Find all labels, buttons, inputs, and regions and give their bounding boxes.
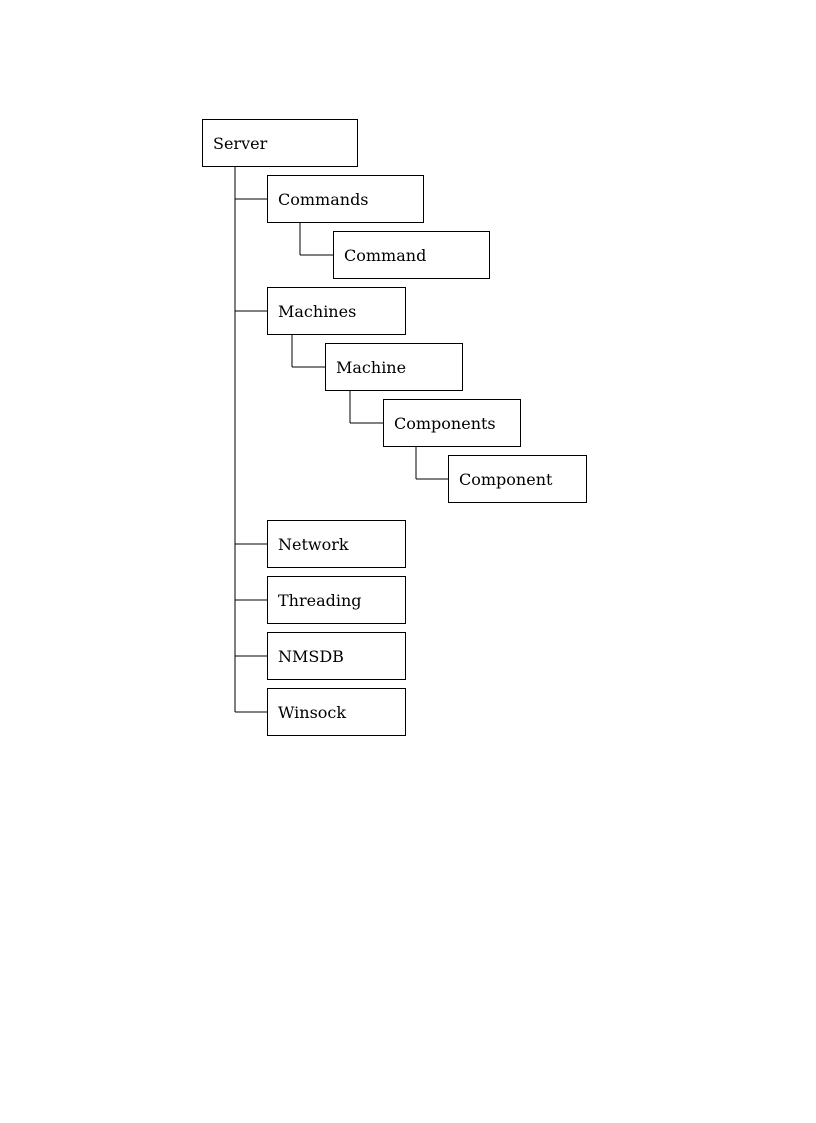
node-commands: Commands xyxy=(267,175,424,223)
node-network: Network xyxy=(267,520,406,568)
node-winsock: Winsock xyxy=(267,688,406,736)
node-components: Components xyxy=(383,399,521,447)
node-nmsdb: NMSDB xyxy=(267,632,406,680)
node-server: Server xyxy=(202,119,358,167)
node-machine: Machine xyxy=(325,343,463,391)
node-component: Component xyxy=(448,455,587,503)
node-machines: Machines xyxy=(267,287,406,335)
node-command: Command xyxy=(333,231,490,279)
node-threading: Threading xyxy=(267,576,406,624)
